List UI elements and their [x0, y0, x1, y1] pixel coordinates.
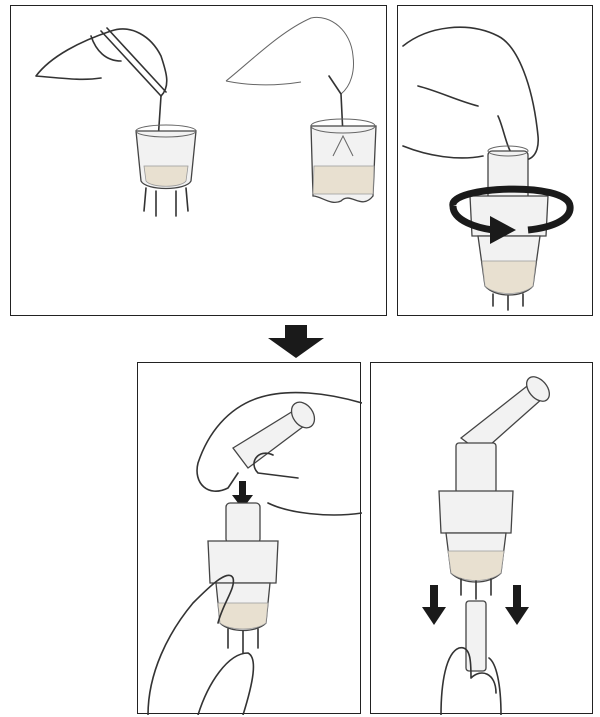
down-arrow-icon — [505, 585, 529, 625]
step-attach-cap-panel — [397, 5, 593, 316]
down-arrow-icon — [422, 585, 446, 625]
step-attach-mouthpiece-panel — [137, 362, 362, 715]
step-attach-tube-panel — [370, 362, 593, 715]
attach-cap-illustration — [402, 26, 574, 311]
rotate-arrow-icon — [449, 185, 574, 244]
down-arrow-icon — [268, 325, 324, 358]
attach-mouthpiece-illustration — [147, 391, 362, 715]
fill-medicine-illustration — [35, 16, 377, 217]
down-arrow-icon — [232, 481, 253, 509]
step-fill-medicine-panel — [10, 5, 387, 316]
attach-tube-illustration — [422, 376, 550, 715]
